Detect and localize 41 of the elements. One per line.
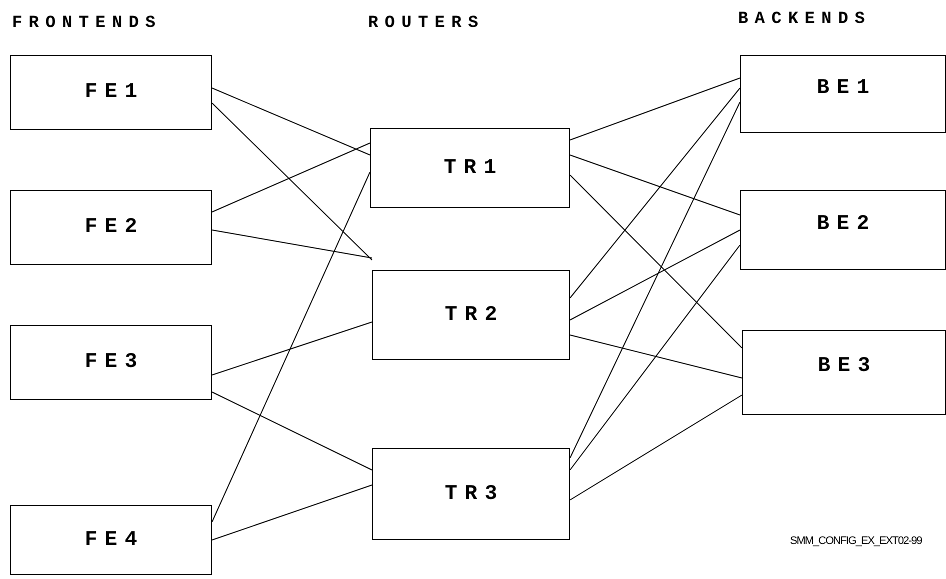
node-box [10, 55, 212, 130]
connector-line [212, 88, 370, 156]
node-box [742, 330, 946, 415]
connector-line [212, 142, 370, 212]
node-box [740, 55, 946, 133]
node-box [370, 128, 570, 208]
connector-line [570, 174, 742, 348]
connector-line [570, 244, 740, 470]
connector-line [570, 154, 740, 216]
node-label: TR2 [444, 304, 505, 326]
connector-line [570, 230, 740, 320]
connector-line [212, 484, 372, 540]
connector-line [212, 392, 372, 470]
connector-line [212, 322, 372, 376]
column-heading: BACKENDS [738, 10, 872, 29]
connector-line [570, 88, 740, 298]
connector-line [570, 394, 742, 500]
node-label: FE1 [84, 81, 145, 104]
connector-line [570, 102, 740, 458]
node-label: BE1 [816, 76, 877, 100]
node-box [372, 448, 570, 540]
connector-line [212, 172, 370, 522]
column-heading: FRONTENDS [12, 14, 162, 33]
connector-line [570, 78, 740, 140]
node-box [10, 190, 212, 265]
node-label: TR1 [444, 156, 504, 180]
figure-id: SMM_CONFIG_EX_EXT02-99 [790, 535, 922, 547]
node-box [10, 325, 212, 400]
node-label: FE4 [84, 528, 145, 552]
column-heading: ROUTERS [368, 14, 485, 33]
node-label: FE3 [84, 351, 145, 374]
node-label: BE2 [816, 212, 877, 236]
node-label: FE2 [84, 216, 145, 239]
node-label: TR3 [444, 482, 505, 506]
connector-line [212, 230, 372, 258]
node-box [10, 505, 212, 575]
connector-line [570, 334, 742, 378]
node-box [372, 270, 570, 360]
node-label: BE3 [818, 355, 878, 378]
connector-line [212, 102, 372, 260]
node-box [740, 190, 946, 270]
